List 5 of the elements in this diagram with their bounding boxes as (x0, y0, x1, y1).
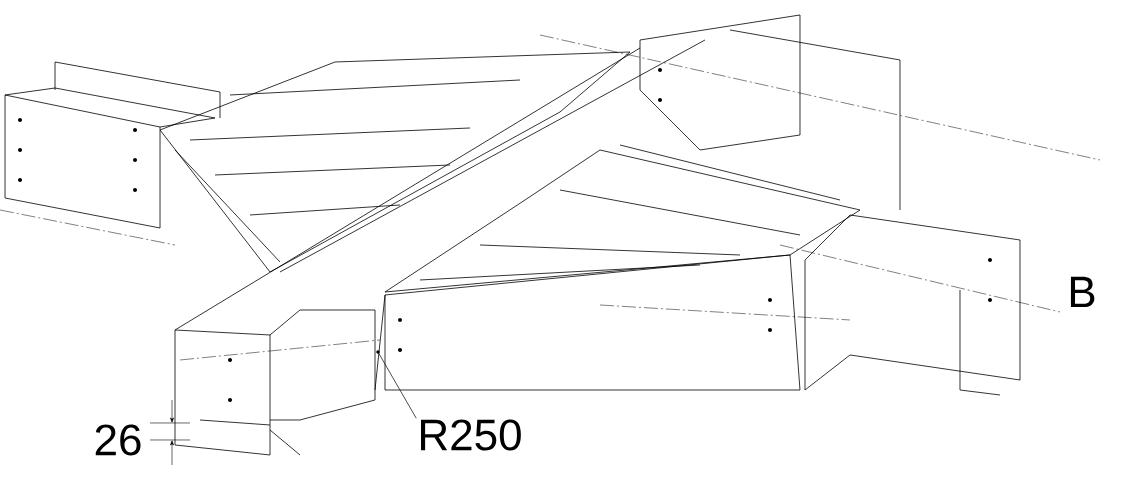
dimension-label: B (1070, 276, 1095, 308)
dimension-label: 26 (95, 424, 141, 456)
callout-label: R250 (421, 419, 521, 451)
leader-line (378, 353, 417, 419)
bend-point (376, 350, 380, 354)
